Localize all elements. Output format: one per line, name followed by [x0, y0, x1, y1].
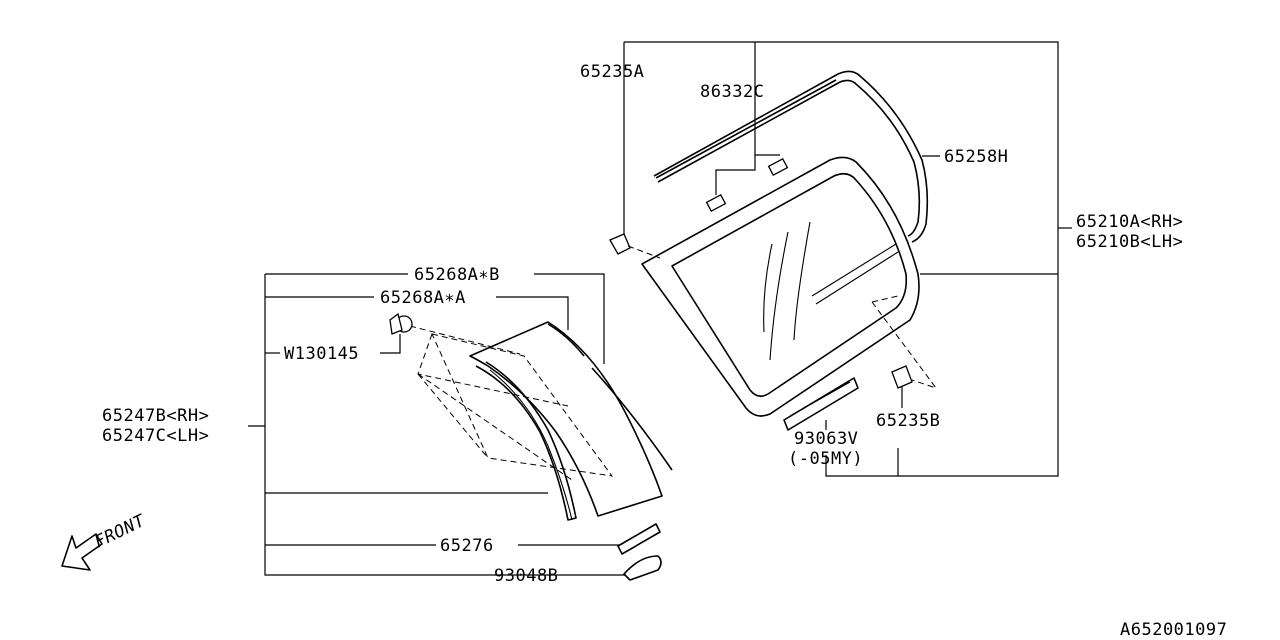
- label-w130145: W130145: [284, 344, 359, 364]
- label-65268ab: 65268A∗B: [414, 265, 500, 285]
- glass-reflection-3: [793, 221, 811, 341]
- leader-w130145-b: [380, 334, 401, 354]
- clip-65235a-dash: [627, 245, 661, 259]
- label-65268aa: 65268A∗A: [380, 288, 466, 308]
- front-arrow-icon: [61, 533, 103, 571]
- label-86332c: 86332C: [700, 82, 764, 102]
- molding-65258h: [653, 70, 929, 243]
- partition-group: [248, 273, 673, 581]
- label-93063v: 93063V: [794, 429, 858, 449]
- panel-locator-dash-4: [417, 373, 573, 481]
- glass-reflection-2: [769, 231, 789, 361]
- panel-locator-dash: [431, 333, 614, 477]
- clip-65235b: [891, 365, 913, 389]
- front-direction-group: FRONT: [61, 510, 150, 571]
- panel-65247: [469, 321, 663, 517]
- glass-65210-inner: [671, 172, 908, 398]
- clip-65235b-dash-2: [871, 295, 899, 303]
- seal-93063v-line: [789, 381, 851, 417]
- clip-86332c-a: [767, 157, 789, 177]
- label-65210b: 65210B<LH>: [1076, 232, 1183, 252]
- glass-reflection-1: [763, 243, 773, 333]
- glass-reflection-4: [811, 243, 897, 297]
- leader-65247-bracket: [264, 274, 580, 576]
- quarter-window-group: [609, 41, 1072, 477]
- leader-65210-bracket: [624, 41, 1059, 477]
- clip-65235a: [609, 233, 631, 255]
- molding-65258h-inner: [657, 79, 921, 237]
- trim-86332c: [655, 79, 837, 179]
- leader-86332c-b: [715, 155, 756, 195]
- diagram-id: A652001097: [1120, 620, 1227, 640]
- clip-65235b-dash: [871, 301, 938, 389]
- front-label: FRONT: [91, 510, 149, 552]
- clip-65276: [617, 523, 661, 555]
- clip-86332c-b: [705, 193, 727, 213]
- panel-locator-dash-5: [409, 325, 521, 355]
- panel-locator-dash-2: [417, 373, 489, 459]
- panel-65247-edge-2: [489, 369, 573, 521]
- label-65247c: 65247C<LH>: [102, 426, 209, 446]
- label-93048b: 93048B: [494, 566, 558, 586]
- leader-65268aa-b: [496, 296, 569, 330]
- label-65235b: 65235B: [876, 411, 940, 431]
- glass-65210-frame: [641, 156, 920, 417]
- label-65247b: 65247B<RH>: [102, 406, 209, 426]
- label-65276: 65276: [440, 536, 494, 556]
- seal-65268ab: [591, 367, 673, 471]
- seal-65268aa: [547, 323, 585, 357]
- label-65235a: 65235A: [580, 62, 644, 82]
- label-93063v-note: (-05MY): [788, 449, 863, 469]
- label-65258h: 65258H: [944, 147, 1008, 167]
- leader-65268ab-b: [534, 273, 605, 364]
- fastener-w130145-cap: [389, 312, 403, 335]
- seal-93063v: [783, 377, 859, 431]
- glass-reflection-5: [815, 251, 899, 305]
- cap-93048b: [623, 555, 662, 581]
- label-65210a: 65210A<RH>: [1076, 212, 1183, 232]
